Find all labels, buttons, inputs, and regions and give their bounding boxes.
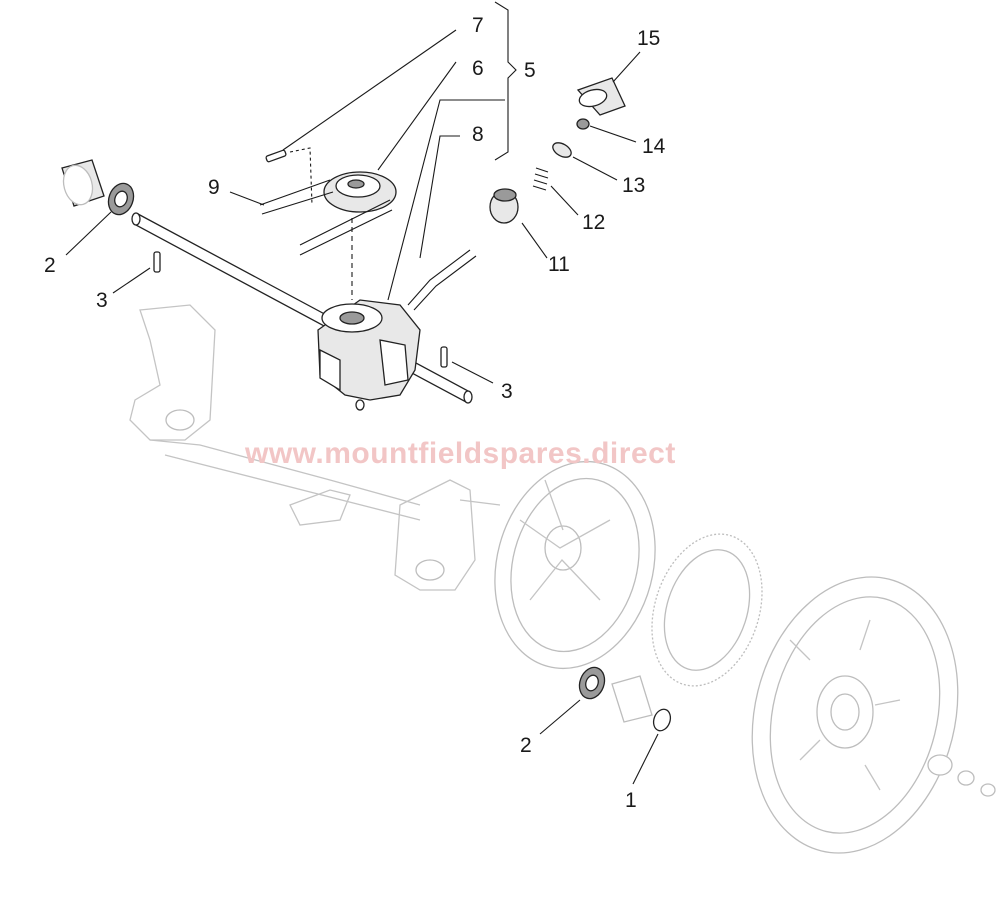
leader-lines [65, 1, 659, 785]
gear-ring-faint [651, 533, 763, 687]
cap [576, 77, 626, 116]
rear-wheel-faint [751, 576, 996, 854]
spring [532, 167, 549, 191]
bearing-left [107, 182, 135, 216]
washer [552, 142, 572, 158]
drive-belt [259, 179, 393, 256]
bearing-right [578, 666, 606, 700]
pin-left [153, 251, 161, 273]
chassis-frame-faint [129, 304, 501, 591]
drive-cable [407, 249, 477, 311]
callout-8: 8 [472, 123, 484, 146]
callout-9: 9 [208, 176, 220, 199]
callout-2-left: 2 [44, 254, 56, 277]
pin-right [440, 346, 448, 368]
pinion-gear-left [61, 159, 105, 207]
wheel-cover-faint [494, 460, 656, 670]
watermark-text: www.mountfieldspares.direct [244, 437, 676, 470]
callout-15: 15 [637, 27, 660, 50]
bush [489, 188, 519, 224]
callout-1: 1 [625, 789, 637, 812]
callout-6: 6 [472, 57, 484, 80]
gearbox-housing [317, 299, 421, 411]
circlip [652, 708, 672, 732]
pulley [323, 171, 397, 213]
drive-axle [131, 212, 473, 404]
callout-labels: 1 2 2 3 3 5 6 7 8 9 11 12 13 14 15 [44, 14, 666, 812]
callout-5: 5 [524, 59, 536, 82]
callout-2-bottom: 2 [520, 734, 532, 757]
key [265, 149, 287, 163]
callout-7: 7 [472, 14, 484, 37]
callout-3-left: 3 [96, 289, 108, 312]
callout-14: 14 [642, 135, 666, 158]
callout-13: 13 [622, 174, 645, 197]
callout-3-right: 3 [501, 380, 513, 403]
callout-12: 12 [582, 211, 605, 234]
callout-11: 11 [548, 253, 570, 276]
nut [576, 118, 590, 130]
pinion-gear-right [611, 675, 653, 723]
